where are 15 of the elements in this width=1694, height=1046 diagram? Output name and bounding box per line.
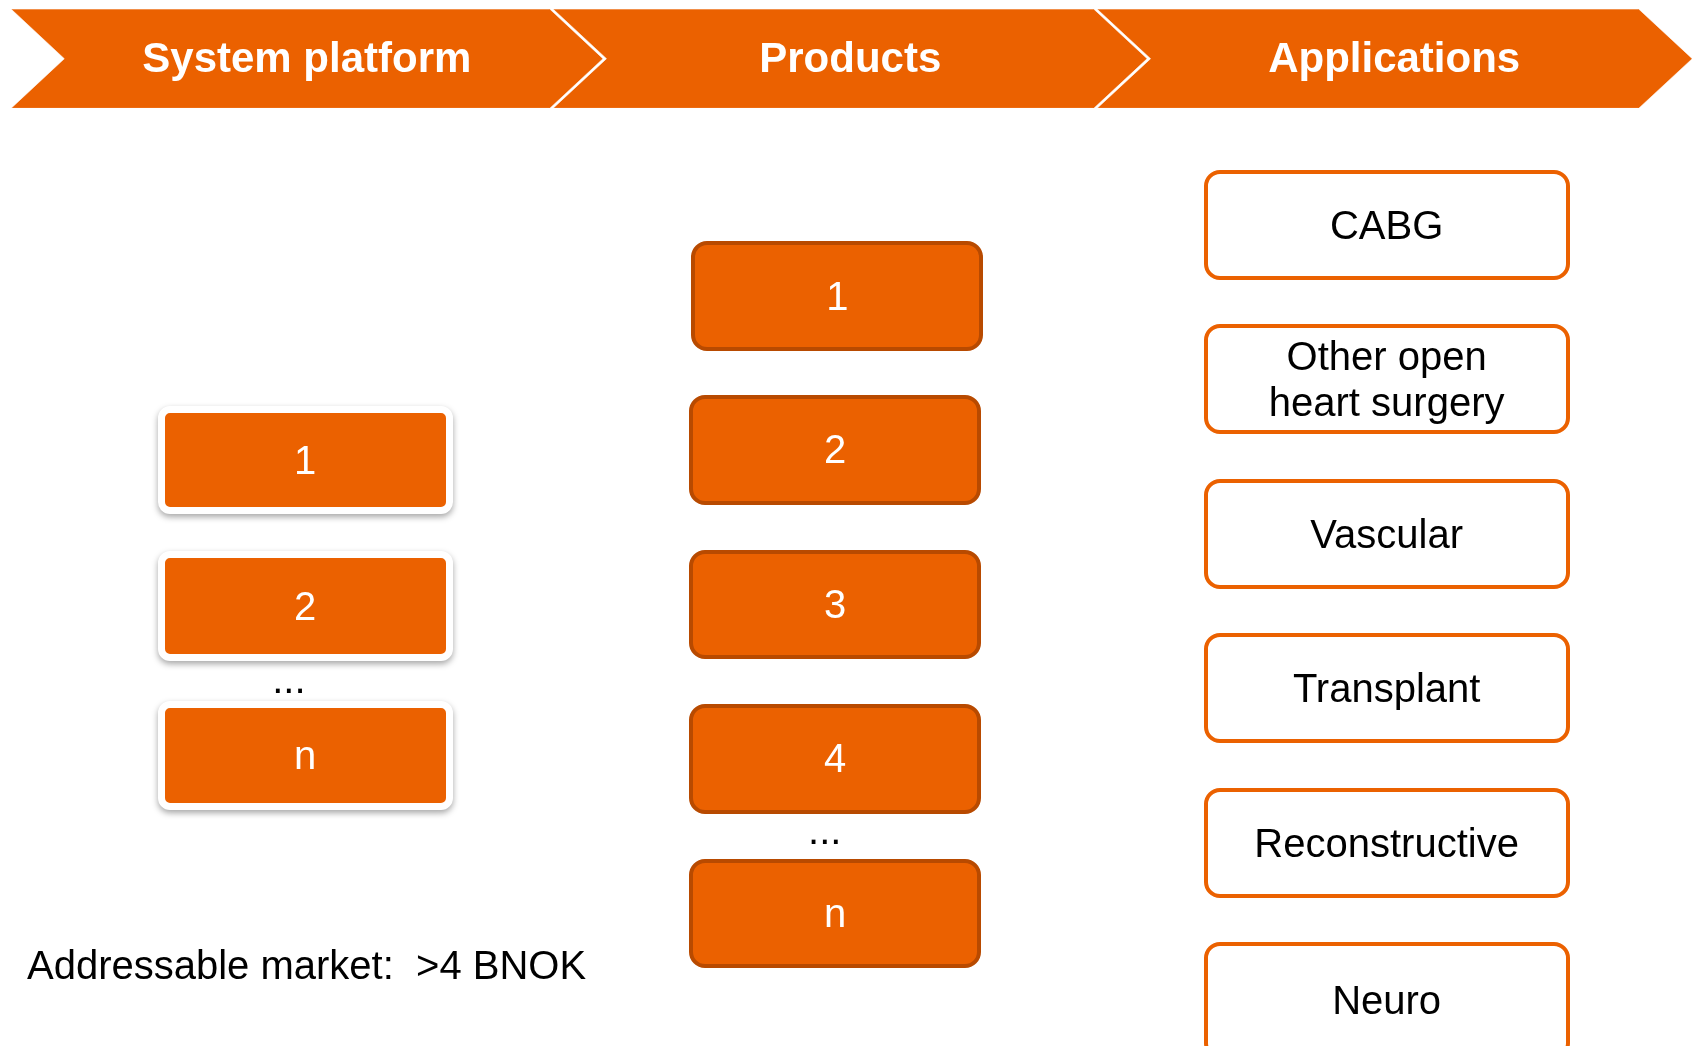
- application-box: Reconstructive: [1203, 787, 1570, 898]
- application-box: Transplant: [1203, 633, 1570, 744]
- product-box: 3: [689, 549, 981, 659]
- product-box: n: [689, 858, 981, 968]
- product-box: 1: [691, 240, 984, 352]
- product-box: 2: [689, 395, 981, 505]
- application-box: Vascular: [1203, 478, 1570, 589]
- application-box: Other open heart surgery: [1203, 324, 1570, 435]
- column-header-banner: Applications: [1096, 8, 1692, 109]
- product-box: 4: [689, 704, 981, 814]
- column-header-banner: Products: [553, 8, 1148, 109]
- column-header-banner: System platform: [10, 8, 603, 109]
- application-box: CABG: [1203, 169, 1570, 280]
- market-note: Addressable market: >4 BNOK: [27, 943, 587, 989]
- application-box: Neuro: [1203, 942, 1570, 1046]
